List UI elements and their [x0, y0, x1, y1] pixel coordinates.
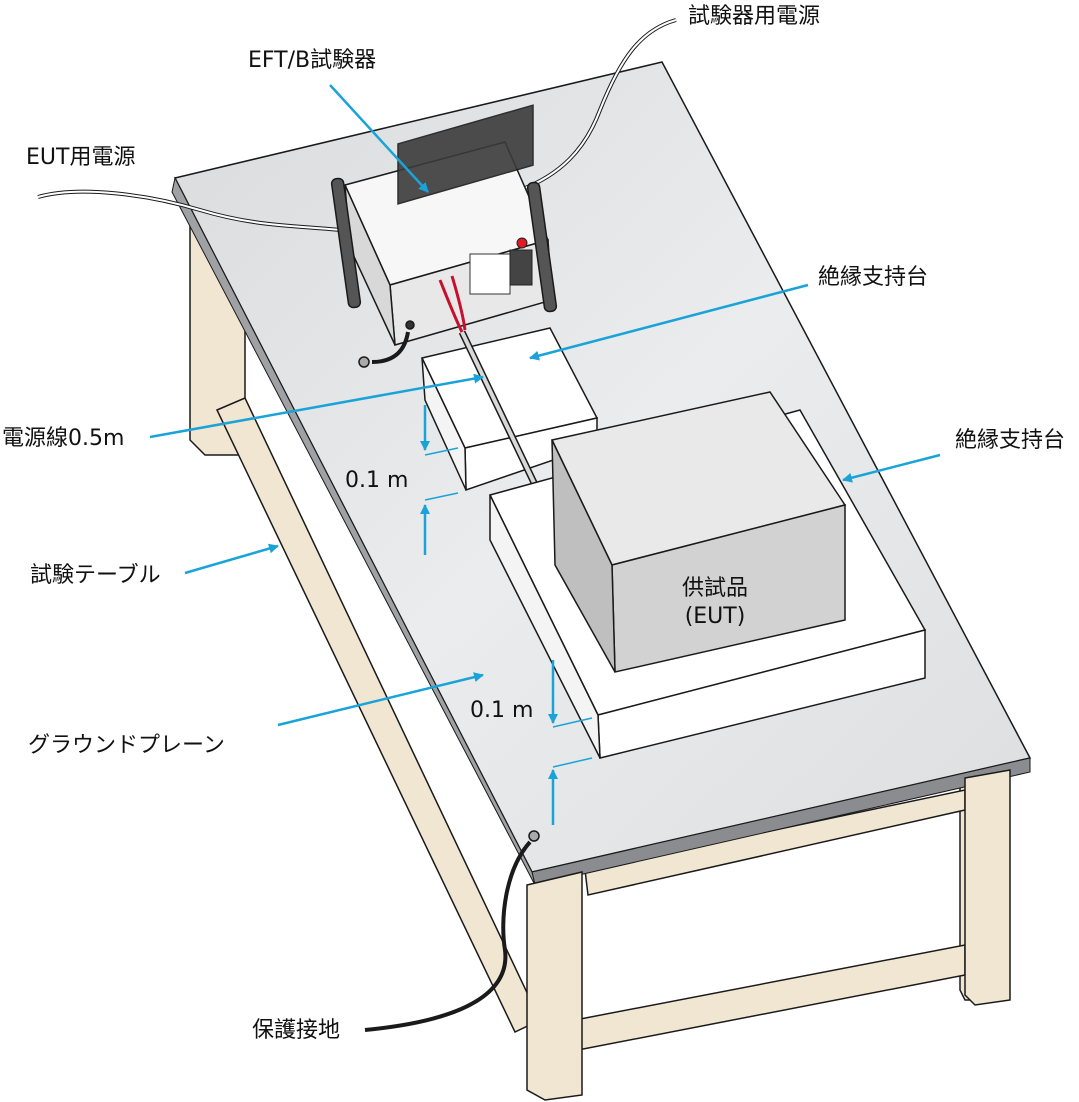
- label-insulating-support-right: 絶縁支持台: [955, 428, 1066, 453]
- earth-terminal-icon: [358, 356, 370, 368]
- eut-box: [550, 391, 847, 673]
- arrow-insulating-support-top: [529, 283, 809, 361]
- table-leg-front-right: [964, 769, 1011, 1006]
- arrow-ground-plane: [277, 672, 484, 727]
- label-eut-line1: 供試品: [681, 576, 748, 601]
- label-eut-power: EUT用電源: [26, 145, 136, 170]
- arrow-test-table: [184, 543, 279, 575]
- label-eft-tester: EFT/B試験器: [248, 48, 377, 73]
- label-ground-plane: グラウンドプレーン: [28, 733, 225, 758]
- label-protective-earth: 保護接地: [252, 1018, 341, 1043]
- table-leg-front-left: [526, 871, 583, 1101]
- label-eut-line2: (EUT): [684, 603, 746, 629]
- label-insulating-support-top: 絶縁支持台: [818, 265, 929, 290]
- label-power-line: 電源線0.5m: [2, 426, 125, 451]
- label-eut: 供試品 (EUT): [660, 575, 770, 630]
- table-rail-right: [574, 944, 966, 1051]
- label-height-small-support: 0.1 m: [345, 468, 409, 493]
- protective-earth-cable: [364, 840, 532, 1032]
- eft-tester-icon: [330, 104, 558, 346]
- arrow-power-line: [149, 373, 484, 439]
- arrow-insulating-support-right: [842, 453, 941, 483]
- leader-arrows: [149, 84, 941, 825]
- label-tester-power: 試験器用電源: [688, 4, 821, 29]
- test-table-structure: [189, 208, 1001, 1051]
- arrow-eft-tester: [329, 84, 429, 193]
- label-test-table: 試験テーブル: [30, 563, 161, 588]
- label-height-eut-support: 0.1 m: [470, 698, 534, 723]
- insulating-support-small: [420, 327, 599, 492]
